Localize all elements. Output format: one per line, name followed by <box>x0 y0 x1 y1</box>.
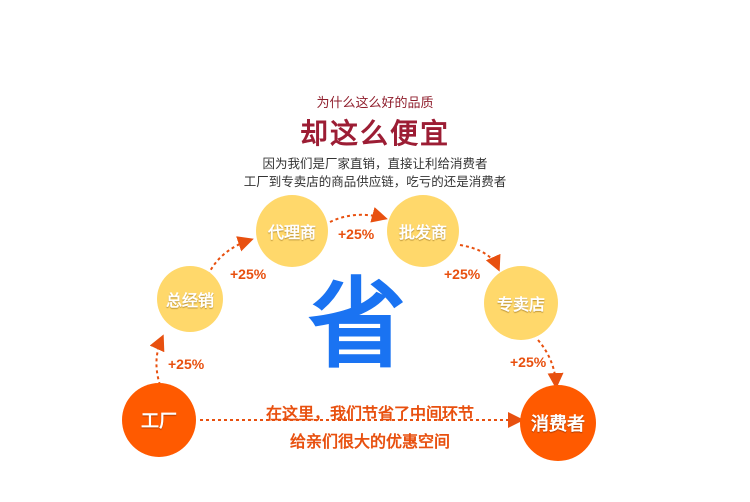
arrow-wholesaler-to-store <box>459 244 501 272</box>
node-wholesaler: 批发商 <box>387 195 459 267</box>
center-save-character: 省 <box>307 268 406 382</box>
markup-label-2: +25% <box>230 266 267 282</box>
node-consumer: 消费者 <box>520 385 596 461</box>
markup-label-3: +25% <box>338 226 375 242</box>
arrow-factory-to-distributor <box>149 334 165 386</box>
description-line-2: 工厂到专卖店的商品供应链，吃亏的还是消费者 <box>243 174 507 189</box>
arrow-store-to-consumer <box>537 339 564 389</box>
markup-label-1: +25% <box>168 356 205 372</box>
headline: 却这么便宜 <box>299 117 450 150</box>
description-line-1: 因为我们是厂家直销，直接让利给消费者 <box>262 156 488 171</box>
node-general-distributor: 总经销 <box>157 266 223 332</box>
saving-line-1: 在这里，我们节省了中间环节 <box>265 404 474 423</box>
saving-line-2: 给亲们很大的优惠空间 <box>289 432 450 451</box>
markup-label-5: +25% <box>510 354 547 370</box>
node-agent: 代理商 <box>256 195 328 267</box>
subtitle: 为什么这么好的品质 <box>316 96 434 111</box>
node-factory: 工厂 <box>122 383 196 457</box>
arrow-agent-to-wholesaler <box>329 207 388 223</box>
markup-label-4: +25% <box>444 266 481 282</box>
node-store: 专卖店 <box>484 266 558 340</box>
